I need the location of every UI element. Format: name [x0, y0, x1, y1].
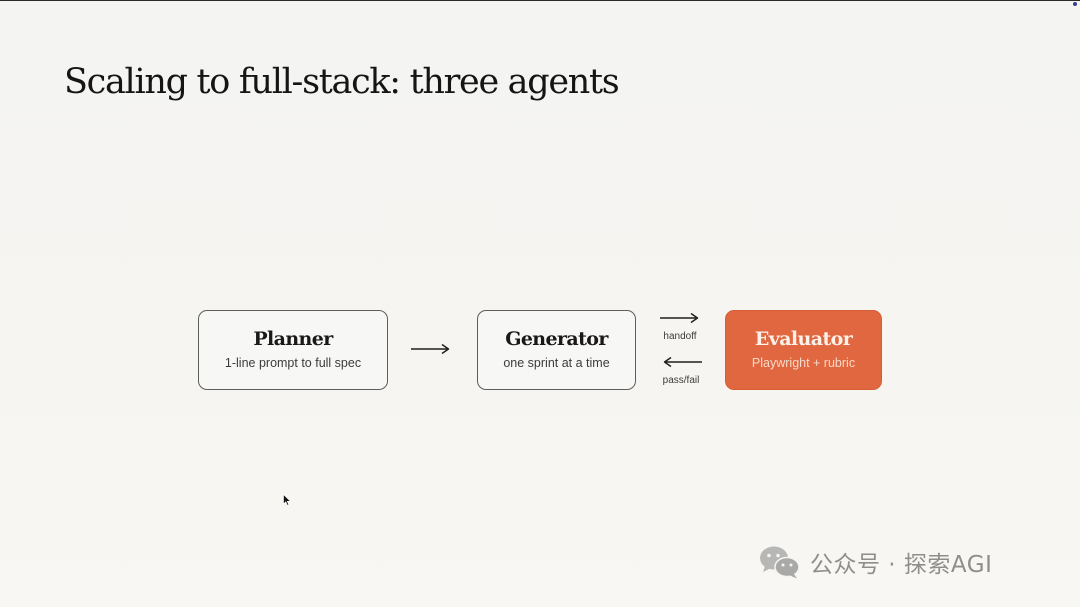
wechat-logo-icon: [760, 546, 800, 579]
arrow-evaluator-to-generator: [663, 356, 702, 368]
arrow-generator-to-evaluator: [660, 312, 699, 324]
evaluator-node-description: Playwright + rubric: [751, 356, 856, 371]
watermark-text: 公众号 · 探索AGI: [810, 552, 993, 578]
evaluator-node-name: Evaluator: [754, 328, 853, 351]
generator-node-description: one sprint at a time: [503, 356, 610, 371]
top-rule: [0, 0, 1080, 1]
handoff-label: handoff: [663, 331, 697, 342]
mouse-pointer-icon: [283, 494, 291, 506]
planner-node: Planner 1-line prompt to full spec: [198, 310, 388, 390]
evaluator-node: Evaluator Playwright + rubric: [725, 310, 882, 390]
slide-title: Scaling to full-stack: three agents: [64, 62, 620, 102]
watermark: 公众号 · 探索AGI: [758, 544, 992, 580]
planner-node-description: 1-line prompt to full spec: [224, 356, 362, 371]
corner-dot: [1073, 2, 1077, 6]
planner-node-name: Planner: [253, 328, 333, 351]
generator-node-name: Generator: [505, 328, 608, 351]
pass-fail-label: pass/fail: [662, 375, 700, 386]
generator-node: Generator one sprint at a time: [477, 310, 636, 390]
arrow-planner-to-generator: [411, 343, 450, 355]
